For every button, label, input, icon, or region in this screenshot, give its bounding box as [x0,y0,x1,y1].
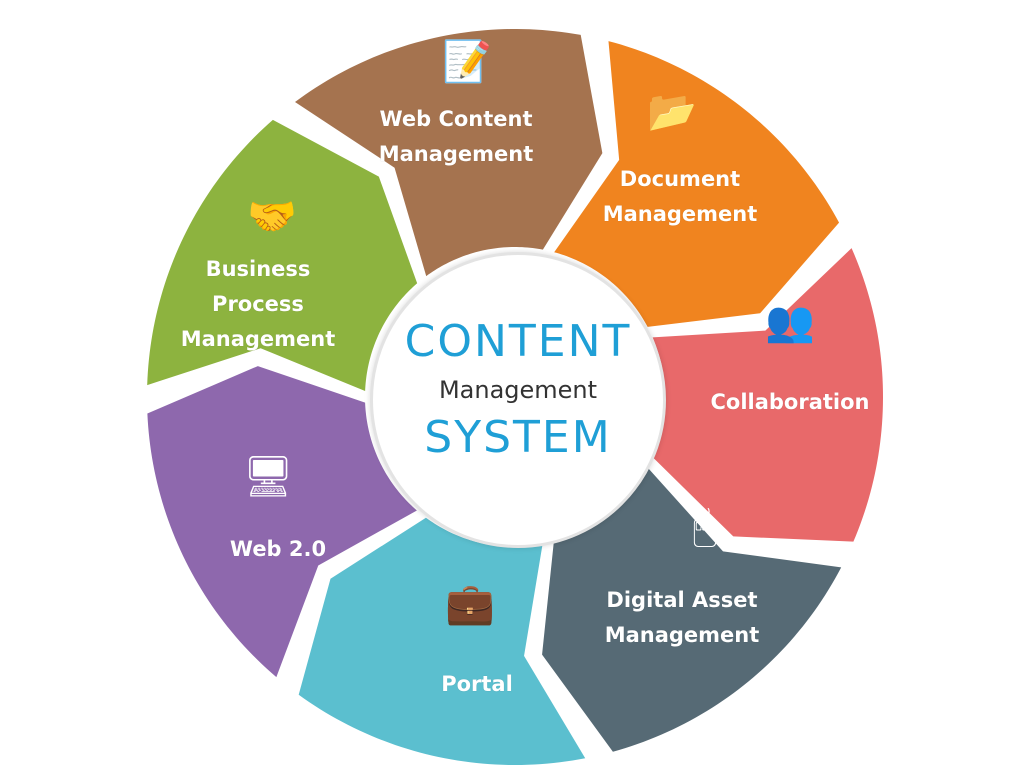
segment-4 [298,517,586,765]
segment-0 [295,29,603,277]
segment-label-collaboration: Collaboration [710,390,870,414]
center-subtitle: Management [438,376,598,404]
briefcase-icon: 💼 [445,581,495,627]
clipboard-pencil-icon: 📝 [442,39,492,85]
folder-documents-icon: 📂 [647,89,697,135]
segment-3 [542,467,842,752]
browser-window-icon: 🖥 [242,454,294,500]
handshake-icon: 🤝 [247,194,297,240]
center-title-system: SYSTEM [424,412,612,463]
segment-5 [147,366,417,678]
segment-label-web20: Web 2.0 [229,537,327,561]
segment-6 [147,119,418,392]
segment-label-portal: Portal [441,672,513,696]
center-title-content: CONTENT [404,316,632,367]
segment-1 [554,41,840,327]
center-circle: CONTENT Management SYSTEM [370,252,666,548]
mouse-icon: 🖱 [693,504,717,550]
team-network-icon: 👥 [765,299,815,345]
segment-2 [652,248,883,542]
